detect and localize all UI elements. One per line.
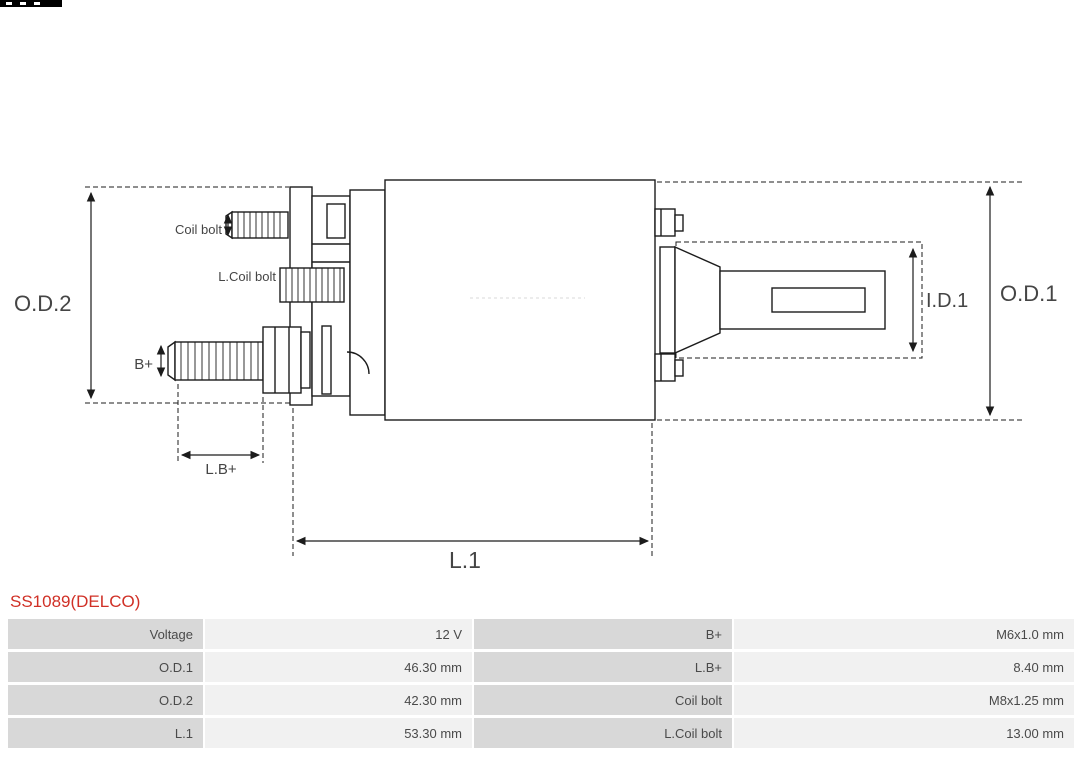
spec-value: 8.40 mm [734, 652, 1074, 682]
spec-value: 42.30 mm [205, 685, 472, 715]
rear-bolt-top [654, 208, 684, 237]
spec-value: 46.30 mm [205, 652, 472, 682]
spec-value: M6x1.0 mm [734, 619, 1074, 649]
l1-dimension [292, 408, 653, 556]
b-plus-terminal [167, 325, 332, 395]
lb-plus-label: L.B+ [205, 461, 237, 478]
spec-label: O.D.1 [8, 652, 203, 682]
spec-label: L.B+ [474, 652, 732, 682]
spec-label: Coil bolt [474, 685, 732, 715]
od1-dimension [657, 181, 1022, 421]
spec-label: B+ [474, 619, 732, 649]
spec-value: 53.30 mm [205, 718, 472, 748]
spec-value: 12 V [205, 619, 472, 649]
solenoid-body-drawing [156, 179, 886, 421]
spec-label: L.Coil bolt [474, 718, 732, 748]
spec-value: 13.00 mm [734, 718, 1074, 748]
spec-table: Voltage 12 V B+ M6x1.0 mm O.D.1 46.30 mm… [8, 619, 1080, 748]
id1-label: I.D.1 [926, 290, 968, 312]
brand-logo-strip [0, 0, 62, 7]
od2-dimension [85, 186, 298, 404]
spec-value: M8x1.25 mm [734, 685, 1074, 715]
coil-bolt-label: Coil bolt [175, 222, 222, 237]
l-coil-bolt-label: L.Coil bolt [218, 269, 276, 284]
od1-label: O.D.1 [1000, 281, 1057, 306]
rear-bolt-bottom [654, 353, 684, 382]
od2-label: O.D.2 [14, 291, 71, 316]
spec-label: Voltage [8, 619, 203, 649]
lb-plus-dimension [177, 384, 264, 463]
spec-label: O.D.2 [8, 685, 203, 715]
coil-bolt-stud [225, 210, 289, 240]
plunger-shaft [659, 245, 886, 355]
technical-drawing-area: O.D.2 O.D.1 I.D.1 L.1 L.B+ B+ Coil bolt … [0, 0, 1057, 573]
l1-label: L.1 [449, 547, 481, 573]
b-plus-label: B+ [134, 356, 153, 373]
spec-label: L.1 [8, 718, 203, 748]
coil-bolt-collar [279, 267, 345, 303]
part-number: SS1089(DELCO) [10, 592, 141, 611]
solenoid-diagram: O.D.2 O.D.1 I.D.1 L.1 L.B+ B+ Coil bolt … [14, 179, 1057, 573]
